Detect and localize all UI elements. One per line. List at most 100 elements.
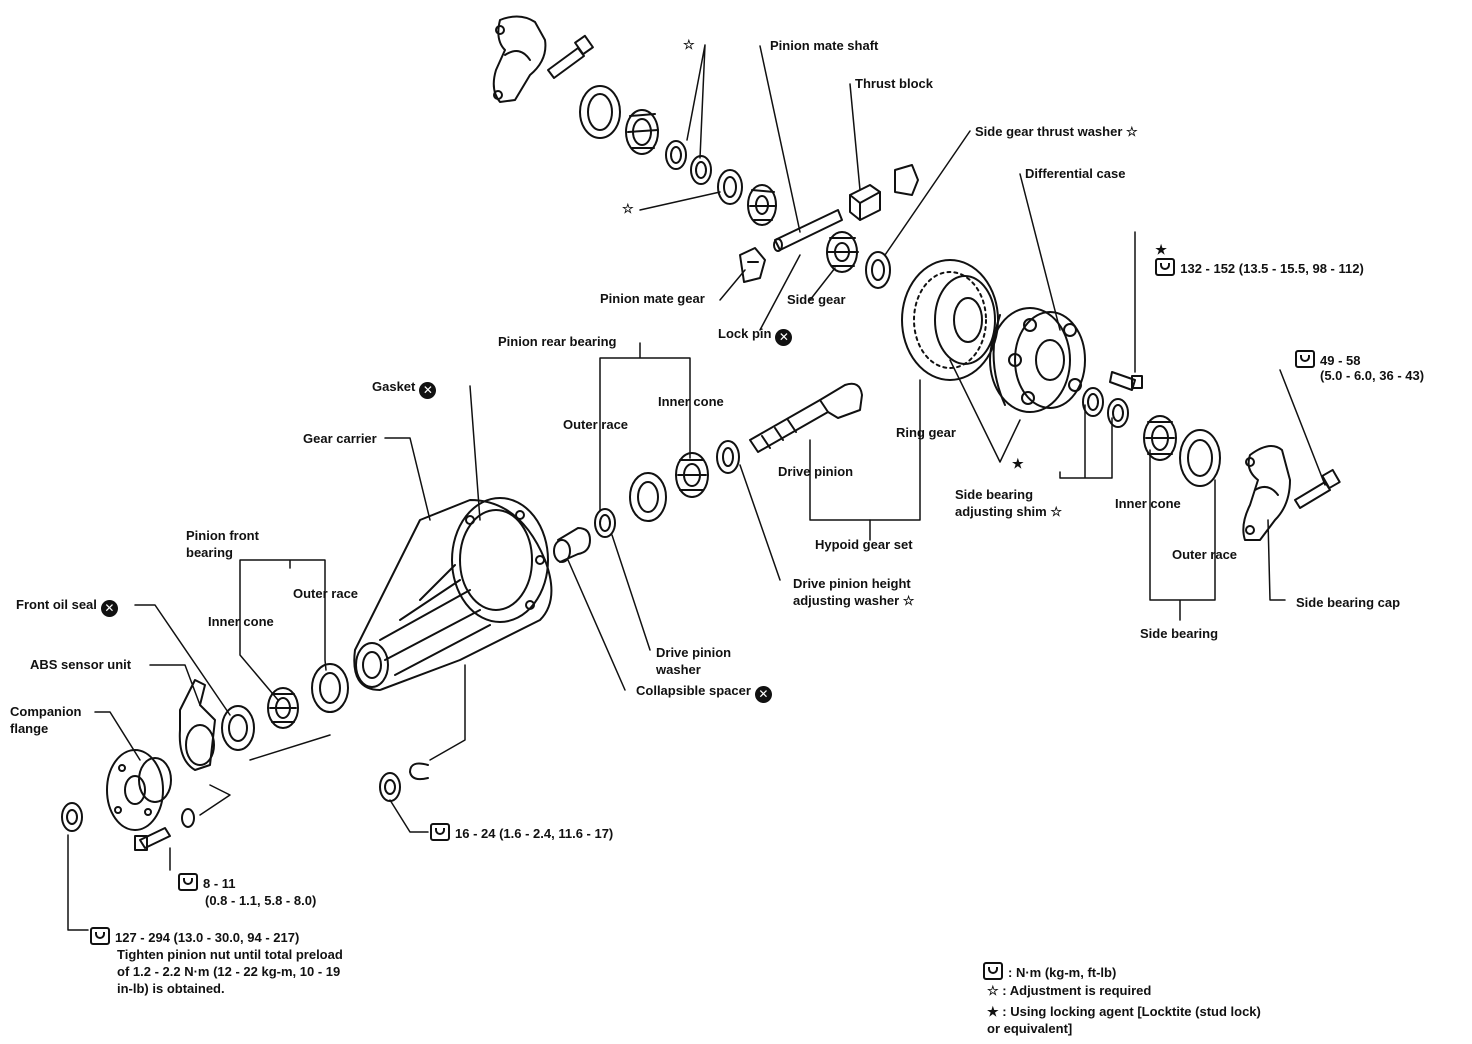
- side-bearing-cap-left: [492, 15, 547, 103]
- label-drive-pinion-washer: Drive pinion washer: [656, 645, 732, 677]
- label-drive-pinion-height-washer: Drive pinion height adjusting washer ☆: [793, 576, 915, 608]
- lock-pin-text: Lock pin: [718, 326, 772, 341]
- companion-flange: [106, 749, 172, 831]
- label-pinion-mate-shaft: Pinion mate shaft: [770, 38, 879, 53]
- torque-127-value: 127 - 294 (13.0 - 30.0, 94 - 217): [115, 930, 300, 945]
- flange-washer: [181, 808, 195, 828]
- torque-wrench-icon: [1155, 258, 1176, 276]
- label-front-oil-seal: Front oil seal✕: [16, 596, 118, 617]
- legend-locking-text: : Using locking agent [Locktite (stud lo…: [987, 1004, 1261, 1036]
- side-bearing-inner-cone-left: [625, 109, 659, 155]
- torque-wrench-icon: [90, 927, 110, 945]
- solid-star-icon: ★: [987, 1004, 999, 1019]
- side-bearing-outer-race-left: [579, 85, 621, 139]
- side-gear-thrust-washer: [865, 251, 891, 289]
- label-lock-pin: Lock pin✕: [718, 325, 793, 346]
- pinion-nut: [61, 802, 83, 832]
- side-bearing-cap-right: [1242, 445, 1291, 541]
- legend-locking: ★ : Using locking agent [Locktite (stud …: [987, 1003, 1261, 1037]
- collapsible-spacer: [553, 527, 591, 563]
- label-torque-127: 127 - 294 (13.0 - 30.0, 94 - 217): [90, 927, 299, 946]
- do-not-reuse-icon: ✕: [100, 600, 118, 617]
- label-torque-127-note: Tighten pinion nut until total preload o…: [117, 947, 343, 996]
- label-differential-case: Differential case: [1025, 166, 1126, 181]
- label-inner-cone-front: Inner cone: [208, 614, 274, 629]
- side-bearing-outer-race-right: [1179, 429, 1221, 487]
- pinion-rear-inner-cone: [675, 452, 709, 498]
- label-side-bearing-cap: Side bearing cap: [1296, 595, 1401, 610]
- side-bearing-shims-right: [1082, 387, 1129, 428]
- label-side-gear: Side gear: [787, 292, 846, 307]
- thrust-washer-top: [717, 169, 743, 205]
- label-ring-gear: Ring gear: [896, 425, 956, 440]
- pinion-mate-gear-top: [894, 164, 919, 196]
- collapsible-spacer-text: Collapsible spacer: [636, 683, 751, 698]
- torque-132-value: 132 - 152 (13.5 - 15.5, 98 - 112): [1180, 261, 1364, 276]
- label-torque-49: 49 - 58: [1295, 350, 1360, 369]
- label-torque-132: ★ 132 - 152 (13.5 - 15.5, 98 - 112): [1148, 224, 1364, 277]
- open-star-icon: ☆: [987, 983, 999, 998]
- torque-49-value: 49 - 58: [1320, 353, 1361, 368]
- gear-carrier: [353, 497, 553, 691]
- cap-bolt-right: [1294, 468, 1341, 509]
- label-hypoid-gear-set: Hypoid gear set: [815, 537, 913, 552]
- torque-wrench-icon: [983, 962, 1003, 980]
- flange-bolt: [134, 827, 171, 851]
- label-side-bearing: Side bearing: [1140, 626, 1219, 641]
- legend-adjust: ☆ : Adjustment is required: [987, 982, 1151, 999]
- pinion-mate-gear: [739, 247, 766, 283]
- torque-wrench-icon: [178, 873, 198, 891]
- drive-pinion: [749, 382, 863, 453]
- label-side-bearing-adjusting-shim: Side bearing adjusting shim ☆: [955, 487, 1062, 519]
- label-outer-race-side: Outer race: [1172, 547, 1238, 562]
- label-torque-8: 8 - 11: [178, 873, 236, 892]
- do-not-reuse-icon: ✕: [775, 329, 793, 346]
- label-abs-sensor-unit: ABS sensor unit: [30, 657, 132, 672]
- label-pinion-mate-gear: Pinion mate gear: [600, 291, 705, 306]
- label-inner-cone-rear: Inner cone: [658, 394, 724, 409]
- label-torque-8-sub: (0.8 - 1.1, 5.8 - 8.0): [205, 893, 317, 908]
- label-gasket: Gasket✕: [372, 378, 437, 399]
- shim-top: [665, 140, 712, 185]
- front-oil-seal-text: Front oil seal: [16, 597, 97, 612]
- cap-bolt-top: [547, 34, 594, 79]
- do-not-reuse-icon: ✕: [754, 686, 772, 703]
- gasket-text: Gasket: [372, 379, 416, 394]
- legend-torque-text: : N·m (kg-m, ft-lb): [1008, 965, 1117, 980]
- label-gear-carrier: Gear carrier: [303, 431, 377, 446]
- torque-wrench-icon: [1295, 350, 1315, 368]
- adjust-mark-top: ☆: [683, 37, 695, 52]
- pinion-front-inner-cone: [267, 687, 299, 729]
- label-thrust-block: Thrust block: [855, 76, 934, 91]
- label-torque-49-sub: (5.0 - 6.0, 36 - 43): [1320, 368, 1425, 383]
- label-companion-flange: Companion flange: [10, 704, 82, 736]
- front-oil-seal: [221, 705, 255, 751]
- label-collapsible-spacer: Collapsible spacer✕: [636, 682, 772, 703]
- differential-case: [989, 307, 1086, 413]
- solid-star-mark: ★: [1012, 456, 1024, 471]
- abs-sensor-unit: [178, 679, 216, 771]
- solid-star-icon: ★: [1155, 242, 1167, 257]
- ring-gear-bolt: [1109, 371, 1143, 391]
- torque-wrench-icon: [430, 823, 450, 841]
- pinion-front-outer-race: [311, 663, 349, 713]
- label-pinion-front-bearing: Pinion front bearing: [186, 528, 259, 560]
- pinion-mate-shaft: [773, 209, 843, 252]
- side-gear-top: [747, 184, 777, 226]
- legend-adjust-text: : Adjustment is required: [1002, 983, 1152, 998]
- adjust-mark-washer: ☆: [622, 201, 634, 216]
- label-side-gear-thrust-washer: Side gear thrust washer ☆: [975, 124, 1138, 139]
- drive-pinion-height-washer: [716, 440, 740, 474]
- label-inner-cone-side: Inner cone: [1115, 496, 1181, 511]
- thrust-block: [849, 184, 881, 221]
- ring-gear: [901, 259, 999, 381]
- torque-16-value: 16 - 24 (1.6 - 2.4, 11.6 - 17): [455, 826, 614, 841]
- label-pinion-rear-bearing: Pinion rear bearing: [498, 334, 617, 349]
- torque-8-value: 8 - 11: [203, 876, 236, 891]
- carrier-washer: [409, 762, 429, 781]
- label-outer-race-rear: Outer race: [563, 417, 629, 432]
- side-bearing-inner-cone-right: [1143, 415, 1177, 461]
- label-drive-pinion: Drive pinion: [778, 464, 854, 479]
- drive-pinion-washer: [594, 508, 616, 538]
